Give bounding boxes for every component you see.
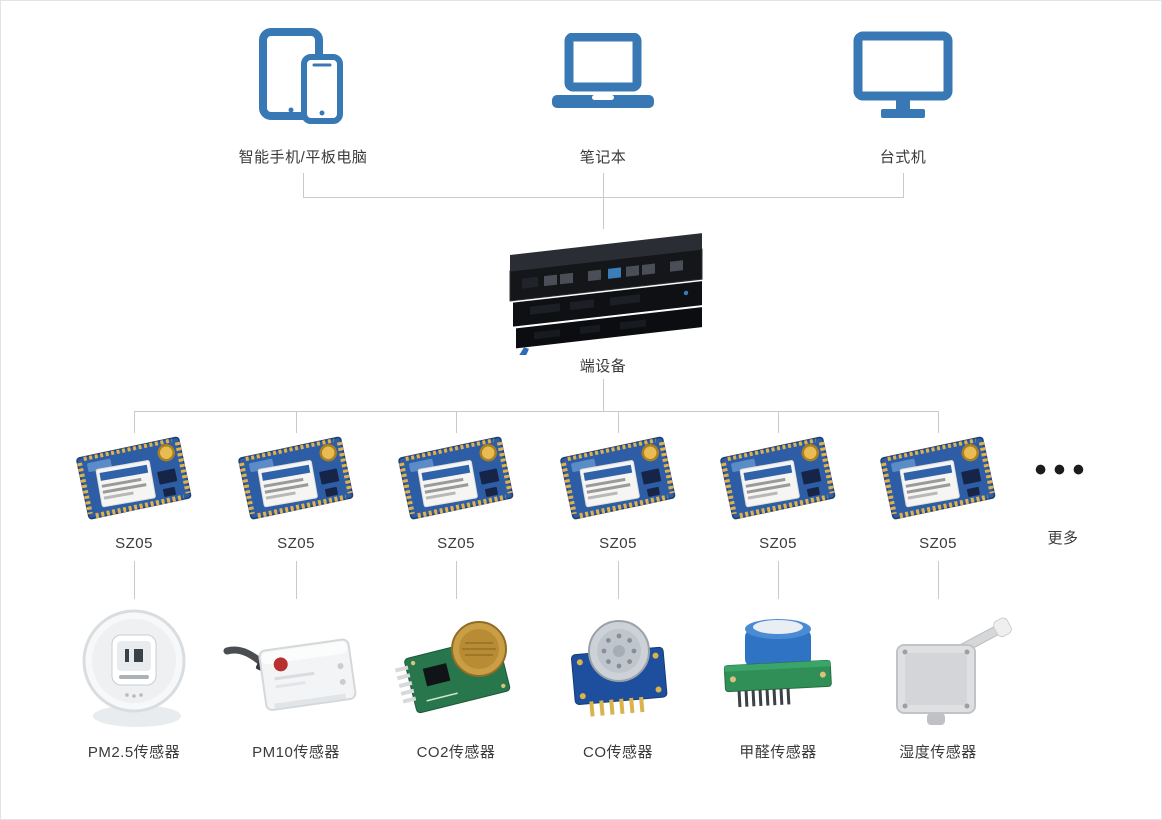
- more-label: 更多: [1047, 530, 1079, 547]
- connector-line: [603, 173, 604, 197]
- co-sensor-image: [543, 599, 693, 735]
- connector-line: [778, 561, 779, 599]
- pm10-sensor-image: [221, 599, 371, 735]
- connector-line: [618, 561, 619, 599]
- sz05-module-image: [386, 433, 526, 525]
- module-label: SZ05: [115, 535, 153, 552]
- connector-line: [603, 379, 604, 411]
- connector-line: [456, 411, 457, 433]
- sensor-label: PM10传感器: [252, 744, 340, 761]
- client-label: 台式机: [879, 149, 927, 166]
- connector-line: [296, 561, 297, 599]
- connector-line: [296, 411, 297, 433]
- connector-line: [938, 411, 939, 433]
- sensor-label: PM2.5传感器: [87, 744, 181, 761]
- client-label: 智能手机/平板电脑: [238, 149, 368, 166]
- connector-line: [134, 411, 135, 433]
- connector-line: [134, 561, 135, 599]
- tablet-phone-icon: [258, 27, 348, 127]
- connector-line: [603, 197, 604, 229]
- laptop-icon: [548, 33, 658, 121]
- co2-sensor-image: [381, 599, 531, 735]
- sensor-label: CO2传感器: [416, 744, 496, 761]
- module-label: SZ05: [599, 535, 637, 552]
- sz05-module-image: [708, 433, 848, 525]
- connector-line: [618, 411, 619, 433]
- pm25-sensor-image: [59, 599, 209, 735]
- sensor-label: 湿度传感器: [899, 744, 977, 761]
- sz05-module-image: [868, 433, 1008, 525]
- connector-line: [938, 561, 939, 599]
- sz05-module-image: [226, 433, 366, 525]
- sensor-label: 甲醛传感器: [739, 744, 817, 761]
- connector-line: [903, 173, 904, 197]
- connector-line: [456, 561, 457, 599]
- connector-line: [778, 411, 779, 433]
- connector-line: [134, 411, 939, 412]
- desktop-monitor-icon: [853, 31, 953, 123]
- module-label: SZ05: [919, 535, 957, 552]
- module-label: SZ05: [277, 535, 315, 552]
- gateway-label: 端设备: [579, 358, 627, 375]
- module-label: SZ05: [759, 535, 797, 552]
- formaldehyde-sensor-image: [703, 599, 853, 735]
- humidity-sensor-image: [863, 599, 1013, 735]
- sz05-module-image: [548, 433, 688, 525]
- client-label: 笔记本: [579, 149, 627, 166]
- module-label: SZ05: [437, 535, 475, 552]
- rack-server-image: [488, 227, 718, 355]
- connector-line: [303, 173, 304, 197]
- sz05-module-image: [64, 433, 204, 525]
- sensor-label: CO传感器: [582, 744, 653, 761]
- ellipsis-more-icon: •••: [1034, 451, 1092, 489]
